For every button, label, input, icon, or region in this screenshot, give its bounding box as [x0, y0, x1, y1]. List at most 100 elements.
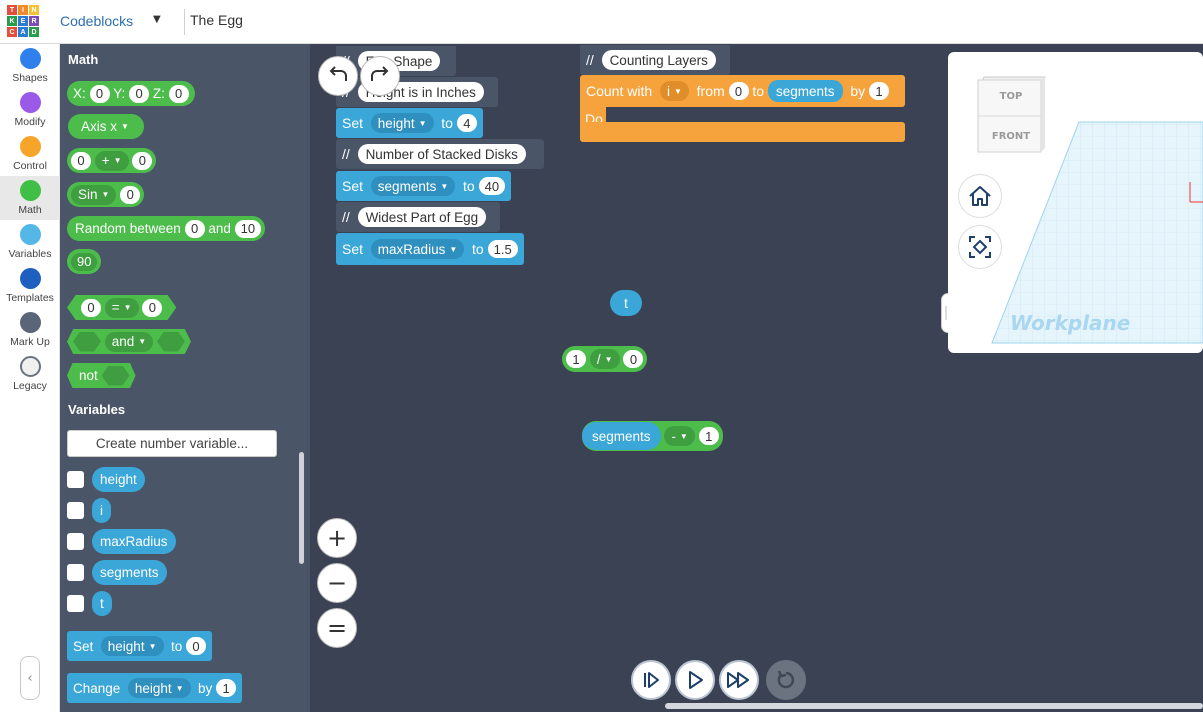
compare-left[interactable]: 0 — [81, 298, 101, 317]
comment-block[interactable]: // Counting Layers — [580, 45, 730, 75]
set-var-dropdown[interactable]: maxRadius▼ — [370, 239, 465, 259]
arith-left-value[interactable]: 0 — [71, 151, 91, 170]
and-dropdown[interactable]: and▼ — [104, 331, 154, 352]
compare-operator-dropdown[interactable]: =▼ — [104, 297, 139, 318]
y-value[interactable]: 0 — [129, 84, 150, 103]
and-right-slot[interactable] — [156, 331, 185, 352]
number-value[interactable]: 90 — [71, 252, 98, 271]
category-math[interactable]: Math — [0, 176, 60, 220]
fit-view-button[interactable] — [958, 225, 1002, 269]
category-mark-up[interactable]: Mark Up — [0, 308, 60, 352]
arith-operator-dropdown[interactable]: +▼ — [94, 150, 129, 171]
zoom-in-button[interactable]: + — [317, 518, 357, 558]
variable-block[interactable]: height — [92, 467, 145, 492]
play-button[interactable] — [675, 660, 715, 700]
divide-right[interactable]: 0 — [623, 350, 644, 368]
category-legacy[interactable]: Legacy — [0, 352, 60, 396]
create-variable-button[interactable]: Create number variable... — [67, 430, 277, 457]
category-control[interactable]: Control — [0, 132, 60, 176]
set-value[interactable]: 40 — [478, 177, 506, 195]
variable-checkbox[interactable] — [67, 533, 84, 550]
category-modify[interactable]: Modify — [0, 88, 60, 132]
count-by-value[interactable]: 1 — [869, 82, 889, 100]
variable-block[interactable]: maxRadius — [92, 529, 176, 554]
arithmetic-block[interactable]: 0 +▼ 0 — [67, 148, 157, 173]
3d-viewer[interactable]: TOP FRONT Workplane — [948, 52, 1203, 353]
not-slot[interactable] — [101, 365, 130, 386]
and-left-slot[interactable] — [73, 331, 101, 352]
variable-block[interactable]: i — [92, 498, 111, 523]
compare-right[interactable]: 0 — [142, 298, 163, 317]
variable-checkbox[interactable] — [67, 595, 84, 612]
set-segments-block[interactable]: Set segments▼ to 40 — [336, 171, 512, 201]
count-loop-block[interactable]: Count with i▼ from 0 to segments by 1 — [580, 75, 905, 107]
function-block[interactable]: Sin▼ 0 — [67, 182, 145, 207]
x-value[interactable]: 0 — [89, 84, 110, 103]
z-value[interactable]: 0 — [168, 84, 189, 103]
set-var-dropdown[interactable]: height▼ — [370, 113, 434, 133]
set-value[interactable]: 4 — [456, 114, 477, 132]
category-variables[interactable]: Variables — [0, 220, 60, 264]
redo-button[interactable] — [360, 56, 400, 96]
variable-block[interactable]: segments — [92, 560, 167, 585]
xyz-block[interactable]: X: 0 Y: 0 Z: 0 — [67, 81, 195, 106]
number-block[interactable]: 90 — [67, 249, 102, 274]
count-from-value[interactable]: 0 — [728, 82, 749, 100]
count-to-variable[interactable]: segments — [768, 80, 843, 102]
comment-block[interactable]: // Number of Stacked Disks — [336, 139, 544, 169]
set-variable-block[interactable]: Set height▼ to 0 — [67, 631, 213, 661]
axis-dropdown[interactable]: Axis x▼ — [74, 117, 136, 137]
set-var-dropdown[interactable]: segments▼ — [370, 176, 456, 196]
mode-dropdown[interactable]: Codeblocks — [60, 13, 134, 29]
function-arg[interactable]: 0 — [120, 185, 141, 204]
change-variable-block[interactable]: Change height▼ by 1 — [67, 673, 243, 703]
workspace-horizontal-scrollbar[interactable] — [665, 703, 1203, 709]
subtract-operator-dropdown[interactable]: -▼ — [664, 426, 695, 446]
comment-text-widest[interactable]: Widest Part of Egg — [357, 207, 487, 227]
random-block[interactable]: Random between 0 and 10 — [67, 216, 266, 241]
fast-forward-button[interactable] — [719, 660, 759, 700]
change-value[interactable]: 1 — [216, 679, 237, 697]
category-templates[interactable]: Templates — [0, 264, 60, 308]
chevron-down-icon[interactable]: ▼ — [153, 14, 161, 25]
loose-variable-t[interactable]: t — [610, 290, 642, 316]
variable-checkbox[interactable] — [67, 502, 84, 519]
palette-scrollbar[interactable] — [299, 452, 304, 564]
step-button[interactable] — [631, 660, 671, 700]
variable-checkbox[interactable] — [67, 564, 84, 581]
undo-button[interactable] — [318, 56, 358, 96]
subtract-block[interactable]: segments -▼ 1 — [582, 421, 723, 451]
random-min[interactable]: 0 — [184, 219, 205, 238]
comment-text-disks[interactable]: Number of Stacked Disks — [357, 144, 526, 164]
set-value[interactable]: 1.5 — [487, 240, 518, 258]
view-cube-top-label[interactable]: TOP — [1000, 91, 1023, 102]
compare-block[interactable]: 0 =▼ 0 — [67, 295, 177, 320]
set-height-block[interactable]: Set height▼ to 4 — [336, 108, 483, 138]
zoom-out-button[interactable]: − — [317, 563, 357, 603]
axis-block[interactable]: Axis x▼ — [68, 114, 144, 139]
category-shapes[interactable]: Shapes — [0, 44, 60, 88]
random-max[interactable]: 10 — [234, 219, 262, 238]
comment-block[interactable]: // Widest Part of Egg — [336, 202, 500, 232]
set-value[interactable]: 0 — [186, 637, 207, 655]
view-cube-front-label[interactable]: FRONT — [992, 131, 1030, 142]
divide-operator-dropdown[interactable]: /▼ — [589, 349, 620, 369]
collapse-panel-button[interactable]: ‹ — [20, 656, 40, 700]
change-var-dropdown[interactable]: height▼ — [127, 678, 191, 698]
comment-text-layers[interactable]: Counting Layers — [601, 50, 716, 70]
variable-checkbox[interactable] — [67, 471, 84, 488]
divide-left[interactable]: 1 — [566, 350, 586, 368]
and-block[interactable]: and▼ — [67, 329, 191, 354]
home-view-button[interactable] — [958, 174, 1002, 218]
reset-button[interactable] — [766, 660, 806, 700]
comment-block[interactable]: // Height is in Inches — [336, 77, 498, 107]
not-block[interactable]: not — [67, 363, 136, 388]
count-var-dropdown[interactable]: i▼ — [659, 81, 689, 101]
variable-block[interactable]: t — [92, 591, 112, 616]
set-var-dropdown[interactable]: height▼ — [100, 636, 164, 656]
subtract-variable[interactable]: segments — [582, 422, 661, 450]
function-dropdown[interactable]: Sin▼ — [71, 184, 117, 205]
design-title[interactable]: The Egg — [190, 12, 243, 28]
subtract-right[interactable]: 1 — [698, 427, 719, 445]
